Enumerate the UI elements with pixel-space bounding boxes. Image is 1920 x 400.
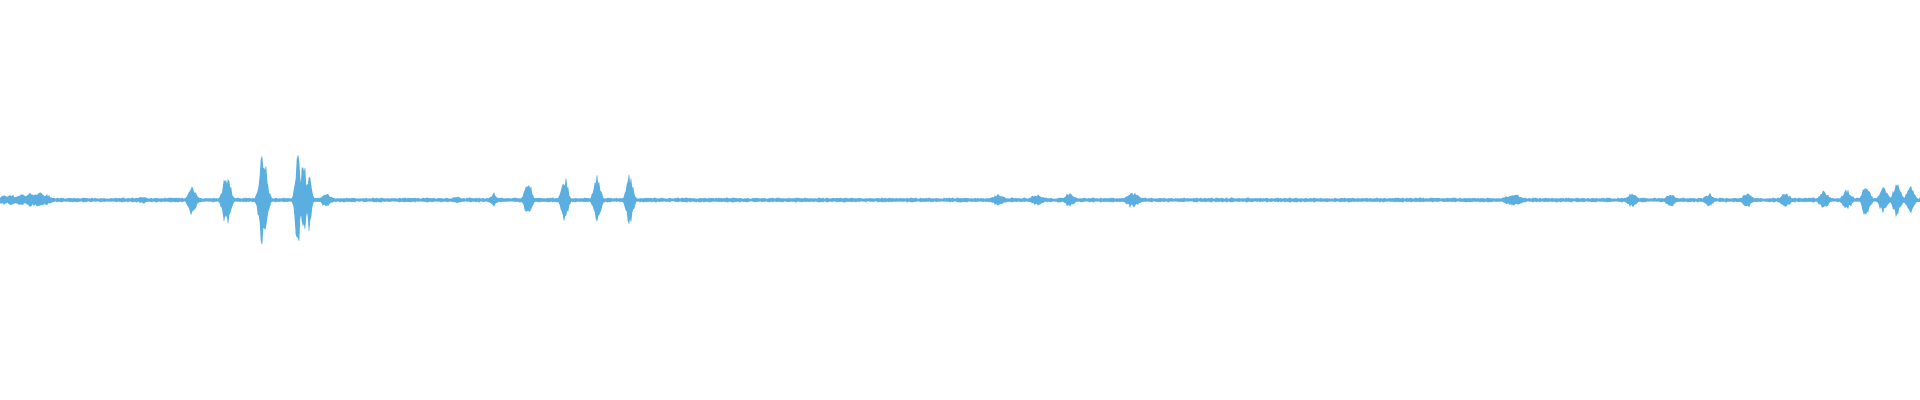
- waveform-trace: [0, 155, 1920, 245]
